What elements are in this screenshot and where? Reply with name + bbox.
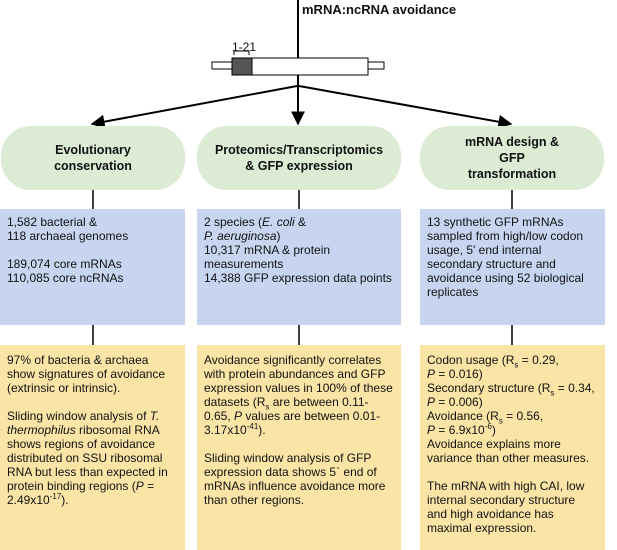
- finding-paragraph: 97% of bacteria & archaea show signature…: [7, 353, 166, 395]
- range-bracket: [233, 50, 250, 55]
- pill-evolutionary-conservation: Evolutionary conservation: [1, 126, 185, 190]
- pill-line: mRNA design &: [465, 135, 559, 149]
- facts-box-evolutionary: 1,582 bacterial & 118 archaeal genomes 1…: [0, 209, 185, 325]
- range-label: 1-21: [232, 40, 257, 54]
- facts-box-proteomics: 2 species (E. coli & P. aeruginosa) 10,3…: [197, 209, 401, 325]
- arrow-right: [298, 85, 513, 129]
- finding-variance: Avoidance explains more variance than ot…: [427, 437, 590, 465]
- findings-box-mrna-design: Codon usage (Rs = 0.29,P = 0.016) Second…: [420, 345, 605, 550]
- gene-utr-left: [211, 61, 233, 70]
- fact-species-line-2: P. aeruginosa): [204, 229, 281, 243]
- fact-line: 110,085 core ncRNAs: [7, 271, 124, 285]
- pill-line: Evolutionary: [55, 143, 131, 157]
- pill-line: conservation: [54, 159, 132, 173]
- fact-line: 13 synthetic GFP mRNAs sampled from high…: [427, 215, 584, 299]
- fact-line: 189,074 core mRNAs: [7, 257, 122, 271]
- fact-species-line: 2 species (E. coli &: [204, 215, 307, 229]
- fact-line: 118 archaeal genomes: [7, 229, 129, 243]
- species-tthermophilus: T. thermophilus: [7, 409, 160, 437]
- findings-box-proteomics: Avoidance significantly correlates with …: [197, 345, 401, 550]
- gene-start-region: [231, 57, 253, 76]
- species-ecoli: E. coli: [262, 215, 295, 229]
- findings-box-evolutionary: 97% of bacteria & archaea show signature…: [0, 345, 185, 550]
- diagram-title: mRNA:ncRNA avoidance: [302, 2, 457, 17]
- arrow-left: [90, 85, 298, 129]
- pill-line: Proteomics/Transcriptomics: [214, 143, 384, 157]
- gene-utr-right: [367, 61, 385, 70]
- species-paeruginosa: P. aeruginosa: [204, 229, 277, 243]
- finding-secondary-structure: Secondary structure (Rs = 0.34,P = 0.006…: [427, 381, 595, 409]
- pill-line: & GFP expression: [245, 159, 353, 173]
- finding-paragraph: Avoidance significantly correlates with …: [204, 353, 393, 437]
- fact-line: 14,388 GFP expression data points: [204, 271, 392, 285]
- finding-cai: The mRNA with high CAI, low internal sec…: [427, 479, 585, 535]
- finding-avoidance: Avoidance (Rs = 0.56,P = 6.9x10-6): [427, 409, 544, 437]
- finding-paragraph: Sliding window analysis of GFP expressio…: [204, 451, 386, 507]
- fact-line: 1,582 bacterial &: [7, 215, 98, 229]
- finding-codon-usage: Codon usage (Rs = 0.29,P = 0.016): [427, 353, 559, 381]
- facts-box-mrna-design: 13 synthetic GFP mRNAs sampled from high…: [420, 209, 605, 325]
- pill-line: transformation: [467, 167, 557, 181]
- pill-proteomics-transcriptomics: Proteomics/Transcriptomics & GFP express…: [197, 126, 401, 190]
- gene-coding-region: [251, 57, 369, 76]
- pill-mrna-design: mRNA design & GFP transformation: [420, 126, 604, 190]
- fact-line: 10,317 mRNA & protein measurements: [204, 243, 331, 271]
- finding-paragraph: Sliding window analysis of T. thermophil…: [7, 409, 168, 507]
- pill-line: GFP: [499, 151, 525, 165]
